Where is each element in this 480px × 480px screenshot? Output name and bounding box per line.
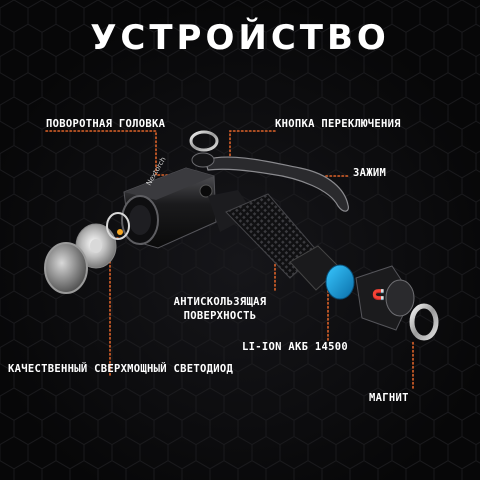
o-ring <box>106 212 130 240</box>
label-battery: LI-ION АКБ 14500 <box>242 341 348 353</box>
leader-rotating-head <box>45 130 171 176</box>
page-title: УСТРОЙСТВО <box>90 18 390 58</box>
split-ring <box>189 130 219 152</box>
magnet <box>409 303 439 341</box>
label-anti-slip-surface: АНТИСКОЛЬЗЯЩАЯ ПОВЕРХНОСТЬ <box>164 295 276 323</box>
label-magnet: МАГНИТ <box>369 392 409 404</box>
label-anti-slip-line1: АНТИСКОЛЬЗЯЩАЯ <box>173 296 267 308</box>
label-led: КАЧЕСТВЕННЫЙ СВЕРХМОЩНЫЙ СВЕТОДИОД <box>8 363 234 375</box>
label-anti-slip-line2: ПОВЕРХНОСТЬ <box>183 310 257 322</box>
switch-button <box>191 152 215 168</box>
clip <box>204 156 349 212</box>
flashlight-body <box>208 190 355 300</box>
battery-ring <box>325 264 355 300</box>
label-clip: ЗАЖИМ <box>353 167 387 179</box>
label-switch-button: КНОПКА ПЕРЕКЛЮЧЕНИЯ <box>275 118 401 130</box>
tail-cap: 🧲 <box>355 265 415 331</box>
svg-text:🧲: 🧲 <box>372 288 384 301</box>
lens <box>44 242 88 294</box>
label-rotating-head: ПОВОРОТНАЯ ГОЛОВКА <box>46 118 166 130</box>
led-chip <box>117 229 123 235</box>
flashlight-head: Nextorch <box>121 152 217 249</box>
